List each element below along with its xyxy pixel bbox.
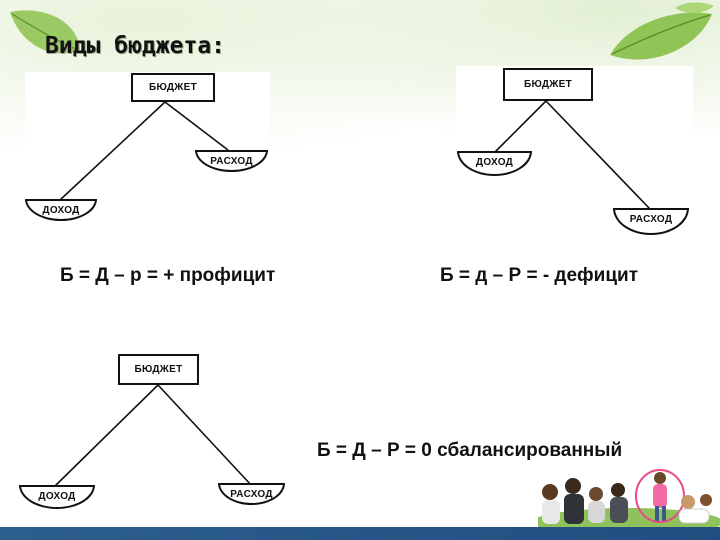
family-photo [538, 469, 720, 530]
connector-line-balanced-income [54, 384, 159, 487]
leaf-decoration-left [10, 10, 80, 54]
connector-line-surplus-income [59, 101, 166, 201]
budget-box-surplus: БЮДЖЕТ [131, 73, 215, 102]
budget-box-deficit: БЮДЖЕТ [503, 68, 593, 101]
formula-deficit: Б = д – Р = - дефицит [440, 265, 639, 286]
formula-balanced: Б = Д – Р = 0 сбалансированный [317, 440, 623, 461]
slide-title: Виды бюджета: [45, 33, 226, 59]
connector-line-surplus-expense [164, 101, 229, 151]
formula-surplus: Б = Д – р = + профицит [60, 265, 276, 286]
connector-line-deficit-expense [545, 100, 651, 210]
connector-line-deficit-income [494, 100, 547, 153]
connector-line-balanced-expense [157, 384, 253, 487]
budget-box-balanced: БЮДЖЕТ [118, 354, 199, 385]
bottom-bar [0, 527, 720, 540]
leaf-decoration-right [610, 2, 714, 60]
